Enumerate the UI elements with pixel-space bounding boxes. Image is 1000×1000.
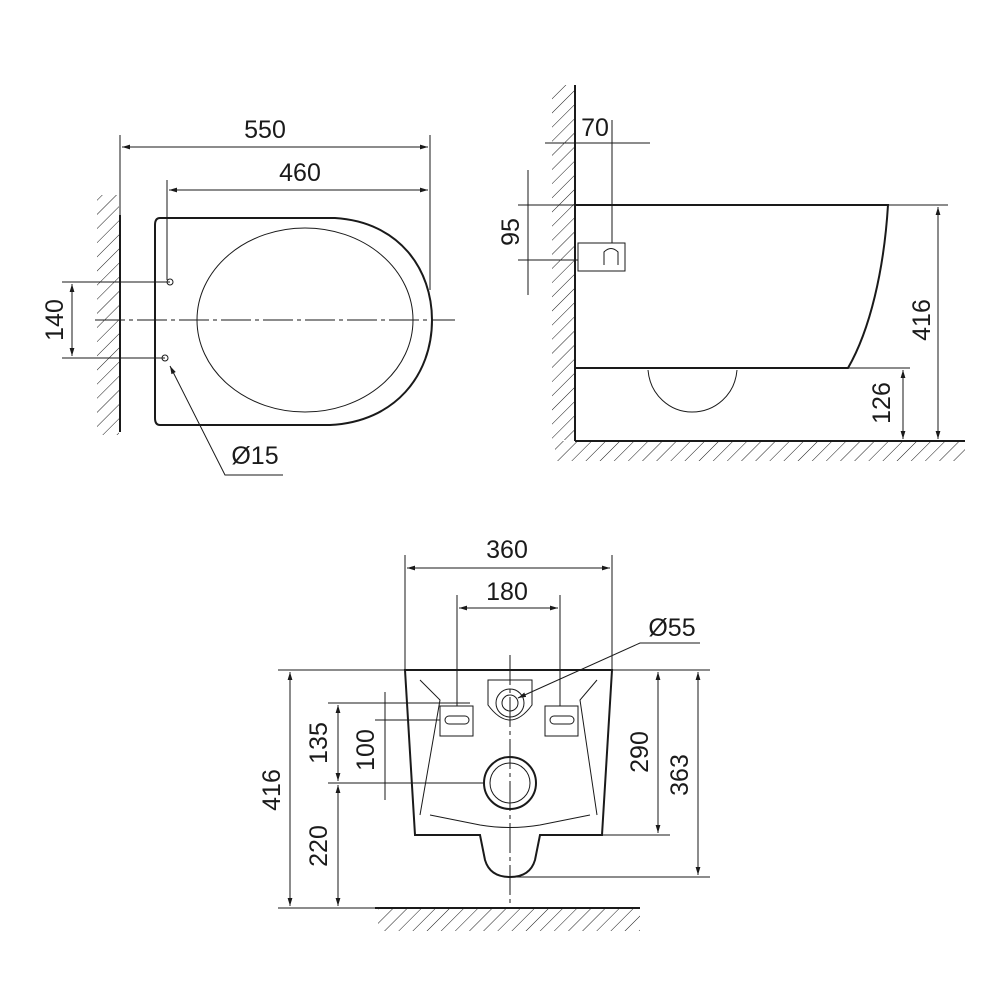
- dim-d15-label: Ø15: [231, 442, 278, 470]
- dim-290-label: 290: [626, 731, 654, 773]
- dim-100-label: 100: [352, 729, 380, 771]
- dim-d55-label: Ø55: [648, 614, 695, 642]
- dim-360-label: 360: [486, 536, 528, 564]
- dim-70-label: 70: [581, 114, 609, 142]
- dim-140-label: 140: [41, 299, 69, 341]
- dim-126-label: 126: [868, 382, 896, 424]
- side-view: 70 95 416 126: [497, 85, 965, 461]
- dim-220-label: 220: [305, 825, 333, 867]
- seat-outline: [154, 217, 434, 426]
- inlet-housing: [487, 679, 533, 721]
- bowl-bottom: [647, 369, 738, 413]
- front-outline: [403, 669, 614, 879]
- leader-d15: [169, 365, 283, 476]
- inlet-connector: [603, 248, 619, 265]
- floor-hatch: [555, 441, 965, 461]
- bowl-outline: [575, 204, 890, 369]
- dim-95-label: 95: [497, 218, 525, 246]
- floor-hatch: [378, 909, 640, 931]
- dim-180-label: 180: [486, 578, 528, 606]
- dim-363-label: 363: [666, 754, 694, 796]
- inner-contour: [419, 679, 598, 828]
- dim-416-label: 416: [908, 299, 936, 341]
- dim-135-label: 135: [305, 722, 333, 764]
- top-view: 550 460 140 Ø15: [41, 116, 455, 476]
- leader-d55: [517, 642, 700, 699]
- wall-hatch: [97, 195, 119, 435]
- bolt-bracket-right: [544, 705, 579, 737]
- front-view: 360 180 Ø55 416 135 100 220 290 363: [258, 536, 710, 931]
- dim-416-front-label: 416: [258, 769, 286, 811]
- dim-460-label: 460: [279, 159, 321, 187]
- inlet-pipe: [577, 242, 626, 272]
- dim-550-label: 550: [244, 116, 286, 144]
- wall-hatch: [552, 85, 574, 440]
